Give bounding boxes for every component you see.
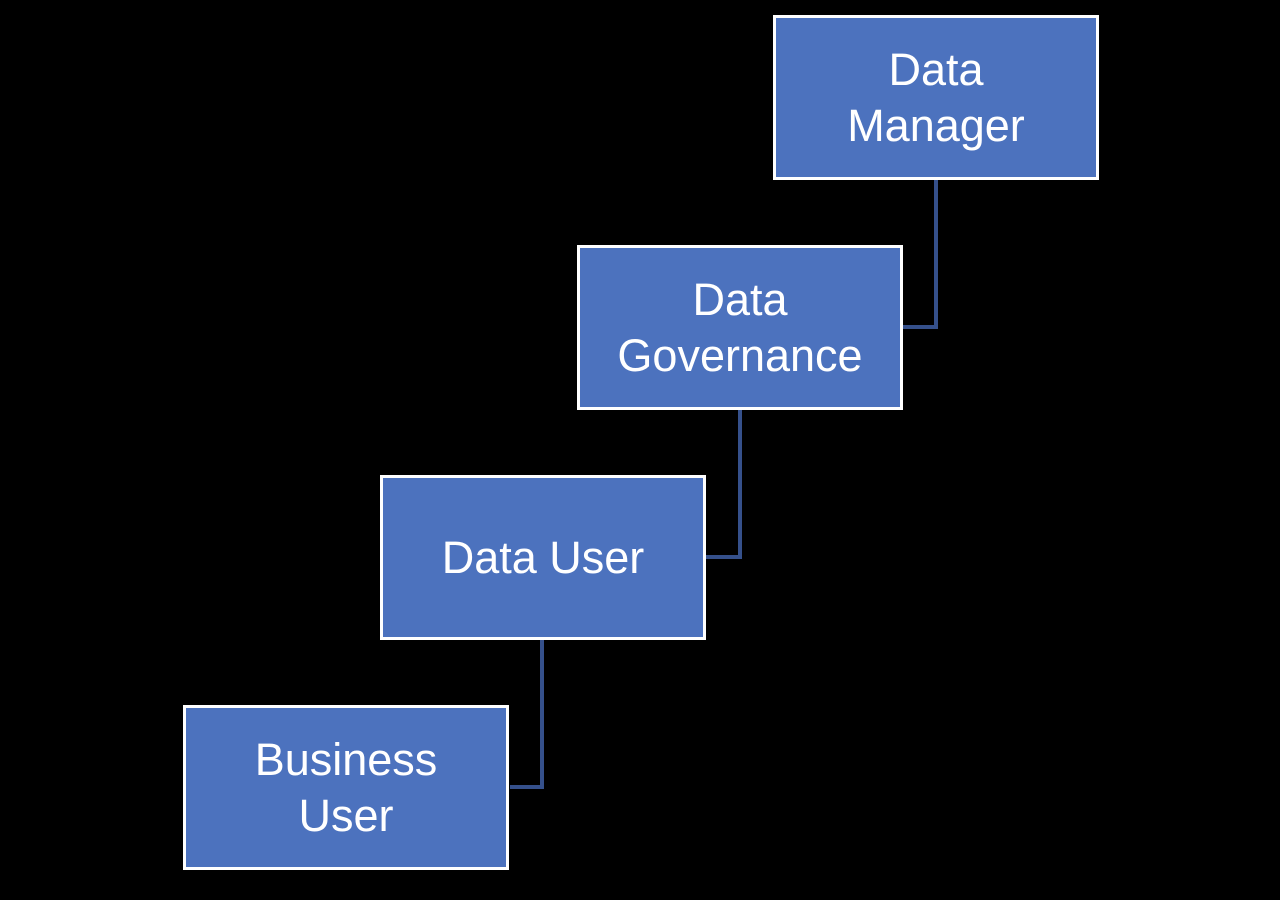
- node-label-line: Data: [888, 43, 984, 95]
- connector-manager-governance-horizontal: [903, 325, 938, 329]
- node-label-line: Business: [254, 733, 438, 785]
- node-business-user: Business User: [183, 705, 509, 870]
- node-label-line: Governance: [617, 329, 863, 381]
- connector-governance-user-horizontal: [705, 555, 742, 559]
- connector-governance-user-vertical: [738, 410, 742, 559]
- node-data-user: Data User: [380, 475, 706, 640]
- connector-manager-governance-vertical: [934, 180, 938, 329]
- connector-user-business-vertical: [540, 640, 544, 789]
- node-data-manager: Data Manager: [773, 15, 1099, 180]
- node-label-line: Data User: [441, 531, 645, 583]
- node-label-line: User: [298, 789, 394, 841]
- connector-user-business-horizontal: [510, 785, 544, 789]
- node-label-line: Data: [692, 273, 788, 325]
- node-data-governance: Data Governance: [577, 245, 903, 410]
- node-label-line: Manager: [847, 99, 1025, 151]
